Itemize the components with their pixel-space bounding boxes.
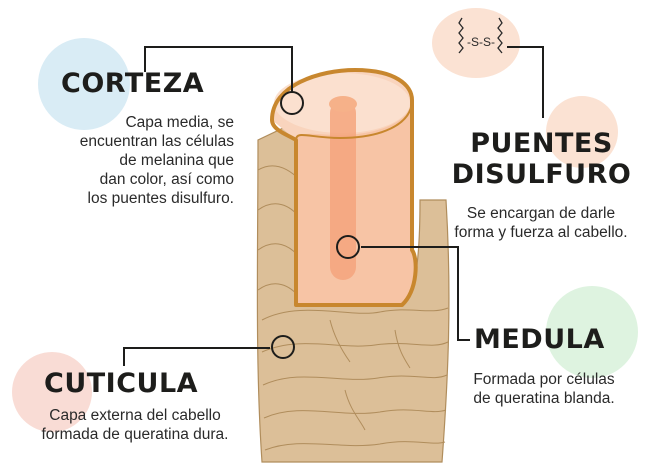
disulfide-title-line: DISULFURO [451,159,632,190]
disulfide-bond-symbol: -S-S- [467,35,495,49]
cuticle-line: Capa externa del cabello [49,407,221,424]
disulfide-title: PUENTES DISULFURO [444,128,639,190]
cortex-line: encuentran las células [79,133,234,150]
disulfide-line: forma y fuerza al cabello. [454,224,628,241]
disulfide-bond-icon [458,17,503,54]
cortex-line: de melanina que [119,152,234,169]
cortex-description: Capa media, se encuentran las células de… [34,113,234,208]
medulla-line: Formada por células [473,371,615,388]
cortex-title: CORTEZA [61,68,205,99]
disulfide-description: Se encargan de darle forma y fuerza al c… [432,204,650,242]
medulla-leader-line [361,246,470,341]
cuticle-title: CUTICULA [44,368,199,399]
cuticle-line: formada de queratina dura. [41,426,229,443]
cortex-line: dan color, así como [99,171,234,188]
medulla-blob [546,286,638,378]
cortex-leader-line [144,46,293,92]
cortex-marker-icon [280,91,304,115]
disulfide-icon-blob [432,8,520,78]
medulla-title: MEDULA [474,324,605,355]
cuticle-blob [12,352,92,432]
medulla-marker-icon [336,235,360,259]
disulfide-title-line: PUENTES [470,128,613,159]
medulla-line: de queratina blanda. [473,390,615,407]
disulfide-leader-line [507,46,544,118]
cortex-line: Capa media, se [125,114,234,131]
cuticle-leader-line [123,347,270,366]
medulla-description: Formada por células de queratina blanda. [446,370,642,408]
cortex-line: los puentes disulfuro. [87,190,234,207]
leader-lines [123,46,544,366]
cuticle-description: Capa externa del cabello formada de quer… [10,406,260,444]
cortex-blob [38,38,130,130]
disulfide-line: Se encargan de darle [466,205,616,222]
disulfide-blob [546,96,618,168]
cuticle-marker-icon [271,335,295,359]
